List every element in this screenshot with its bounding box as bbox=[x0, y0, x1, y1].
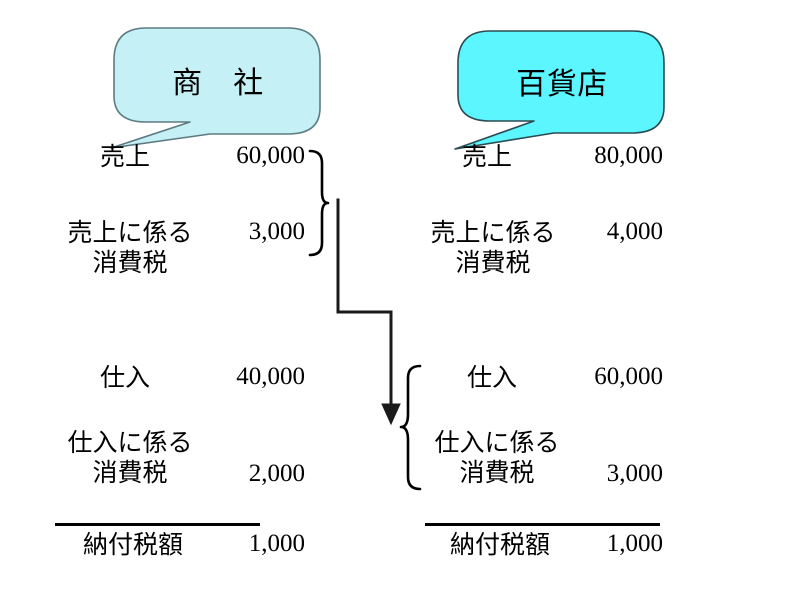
connector-arrowhead-icon bbox=[381, 403, 401, 426]
left-row-3-value: 2,000 bbox=[248, 460, 305, 487]
left-row-0-value: 60,000 bbox=[236, 142, 305, 169]
left-row-1-value: 3,000 bbox=[248, 218, 305, 245]
right-row-1-label: 売上に係る 消費税 bbox=[430, 218, 556, 277]
right-total-rule bbox=[425, 523, 660, 526]
left-row-2-label: 仕入 bbox=[99, 363, 150, 392]
left-row-4-label: 納付税額 bbox=[82, 530, 183, 559]
right-row-4-label: 納付税額 bbox=[449, 530, 550, 559]
right-row-4-value: 1,000 bbox=[606, 530, 663, 557]
speech-bubble-right-shape bbox=[454, 30, 665, 150]
right-row-2-value: 60,000 bbox=[594, 363, 663, 390]
speech-bubble-trading-company: 商 社 bbox=[108, 22, 328, 150]
left-row-0-label: 売上 bbox=[99, 142, 150, 171]
speech-bubble-right-label: 百貨店 bbox=[516, 67, 608, 102]
left-row-1-label: 売上に係る 消費税 bbox=[67, 218, 193, 277]
right-row-0-label: 売上 bbox=[461, 142, 512, 171]
connector-line bbox=[336, 198, 393, 409]
right-row-3-label: 仕入に係る 消費税 bbox=[434, 428, 560, 487]
right-row-2-label: 仕入 bbox=[466, 363, 517, 392]
speech-bubble-left-shape bbox=[110, 27, 321, 149]
right-row-3-value: 3,000 bbox=[606, 460, 663, 487]
left-row-4-value: 1,000 bbox=[248, 530, 305, 557]
speech-bubble-left-label: 商 社 bbox=[172, 66, 264, 101]
left-row-2-value: 40,000 bbox=[236, 363, 305, 390]
left-row-3-label: 仕入に係る 消費税 bbox=[67, 428, 193, 487]
speech-bubble-department-store: 百貨店 bbox=[452, 25, 672, 153]
brace-left-sales-icon bbox=[308, 149, 330, 257]
left-total-rule bbox=[55, 523, 260, 526]
right-row-0-value: 80,000 bbox=[594, 142, 663, 169]
right-row-1-value: 4,000 bbox=[606, 218, 663, 245]
